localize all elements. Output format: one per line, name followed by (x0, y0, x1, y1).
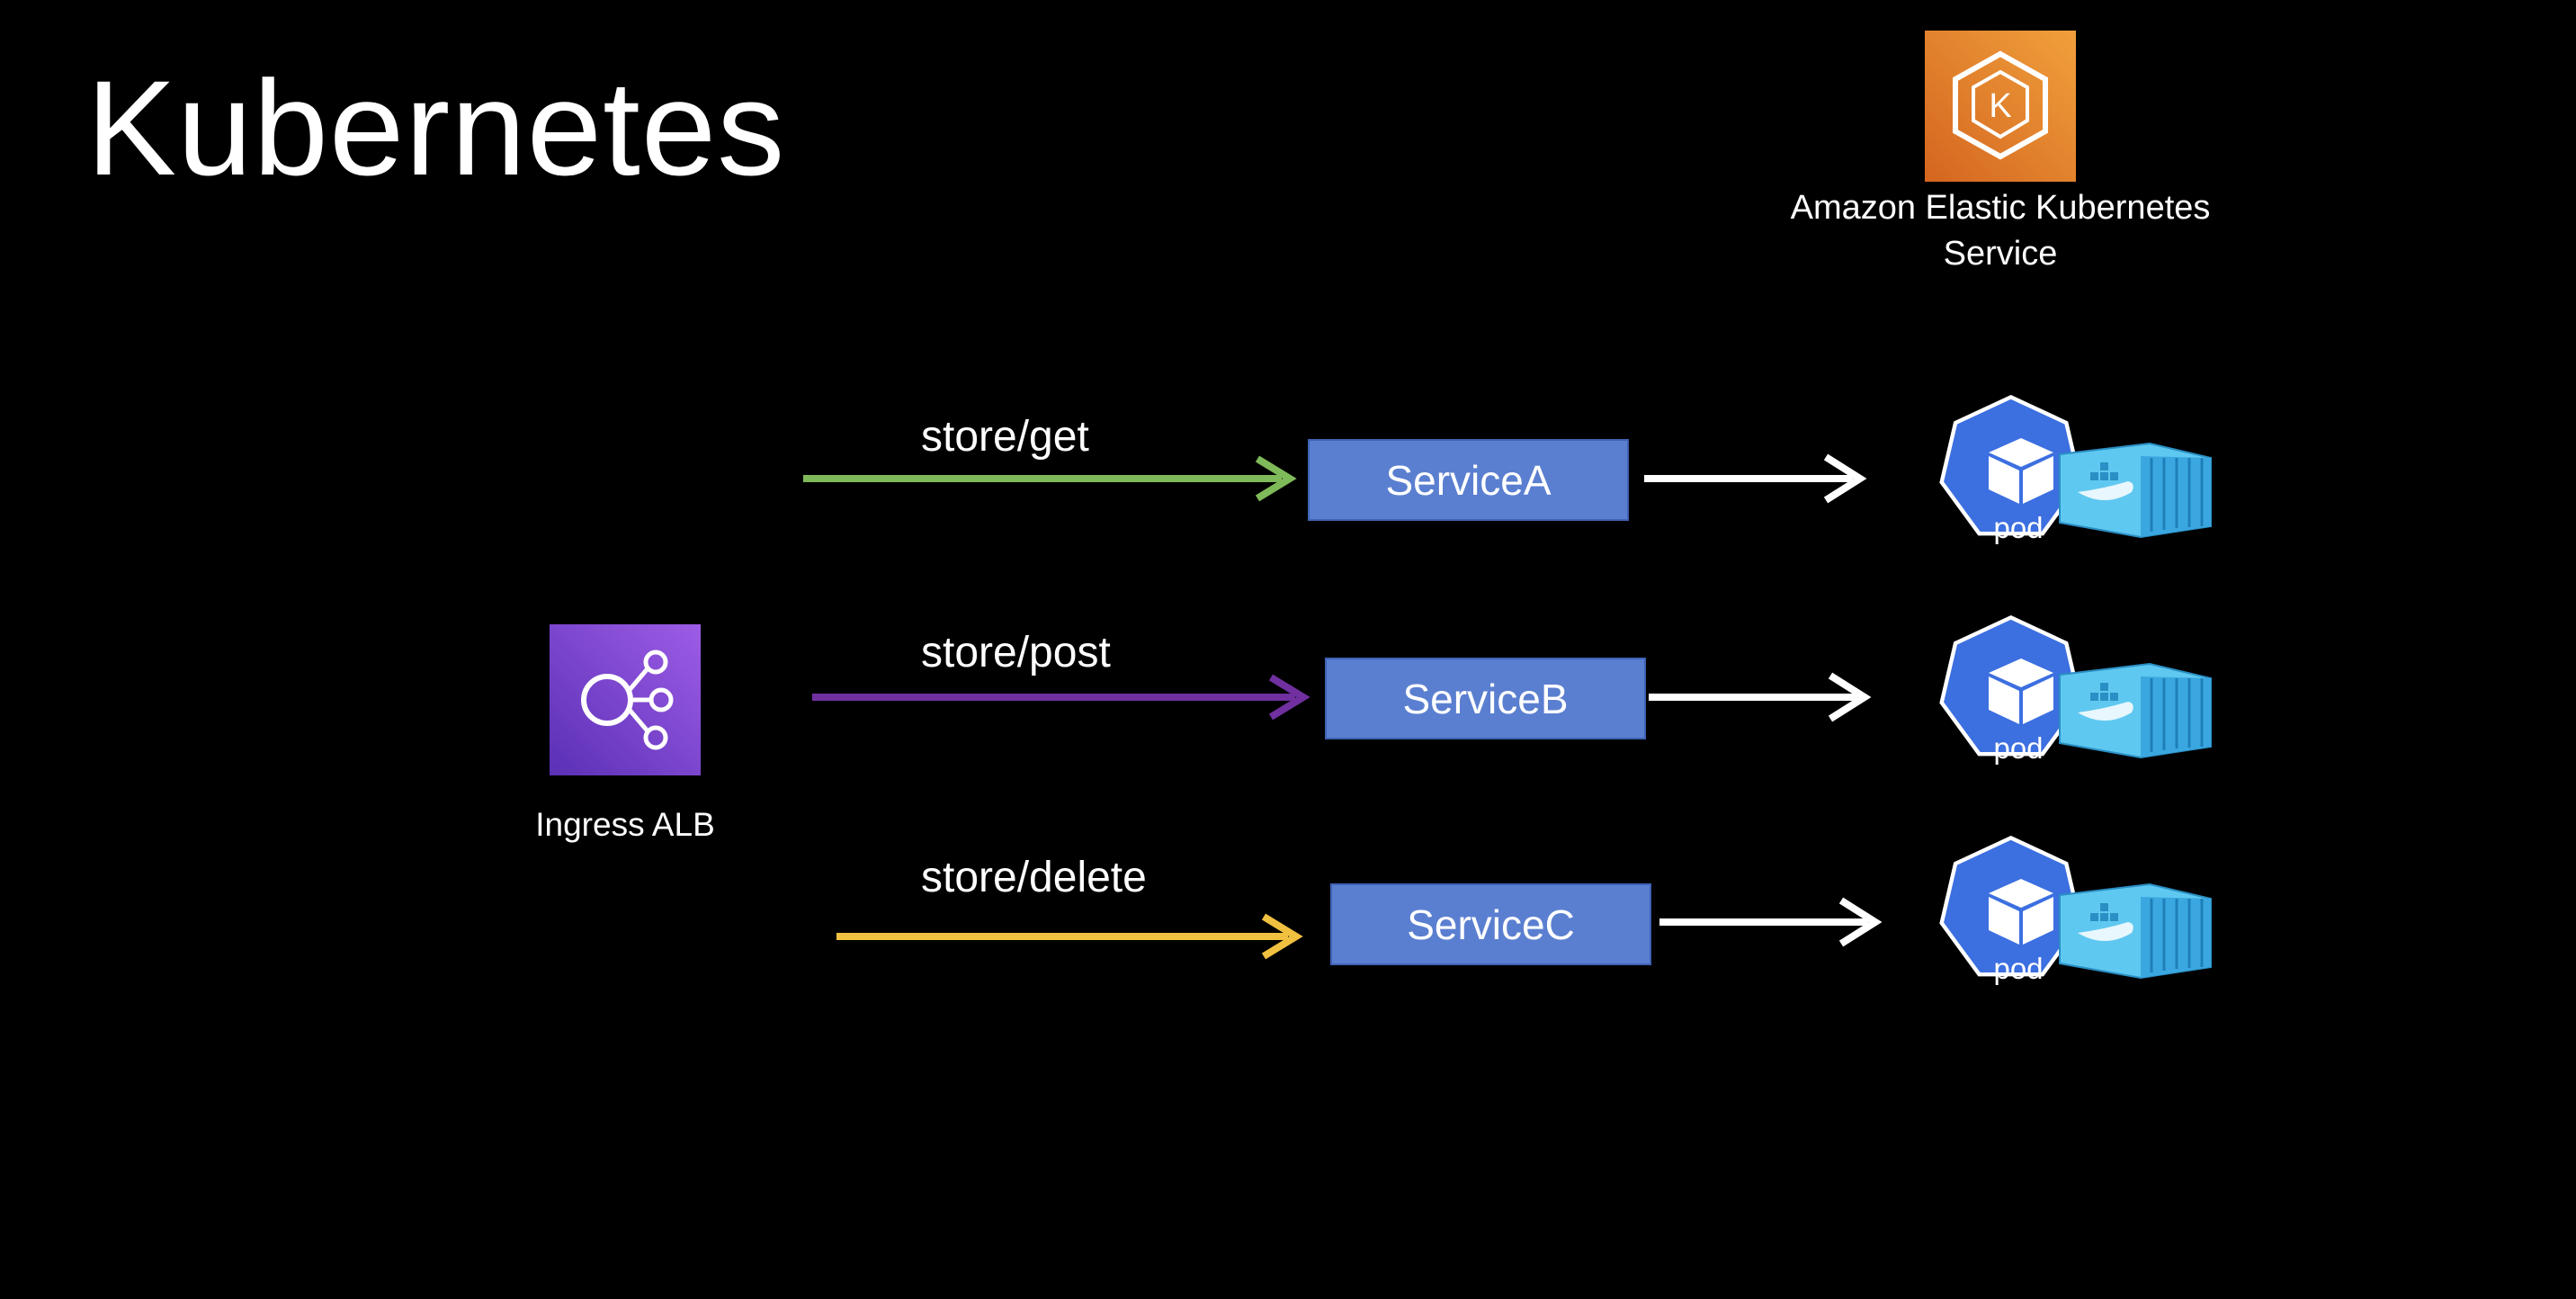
route-label-get: store/get (921, 413, 1089, 461)
service-c-box[interactable]: ServiceC (1330, 883, 1651, 965)
service-arrow-c (1659, 897, 1883, 947)
eks-label-line2: Service (1943, 235, 2058, 273)
docker-container-icon (2059, 662, 2212, 759)
pod-label: pod (1993, 952, 2043, 985)
page-title: Kubernetes (86, 52, 786, 203)
route-arrow-post (812, 674, 1310, 721)
eks-label-line1: Amazon Elastic Kubernetes (1790, 189, 2211, 227)
route-label-delete: store/delete (921, 854, 1147, 901)
ingress-alb-label: Ingress ALB (535, 806, 715, 843)
pod-icon: pod (1925, 382, 2213, 562)
eks-icon: K (1925, 31, 2076, 182)
cube-icon (1989, 658, 2053, 724)
route-arrow-delete (836, 913, 1303, 960)
route-label-post: store/post (921, 629, 1111, 676)
service-arrow-b (1649, 672, 1872, 722)
eks-label: Amazon Elastic Kubernetes Service (1745, 185, 2256, 277)
route-arrow-get (803, 455, 1297, 502)
pod-icon: pod (1925, 823, 2213, 1003)
service-b-box[interactable]: ServiceB (1325, 658, 1646, 739)
service-arrow-a (1644, 453, 1867, 504)
cube-icon (1989, 879, 2053, 945)
load-balancer-icon (550, 624, 701, 775)
cube-icon (1989, 438, 2053, 504)
service-a-box[interactable]: ServiceA (1308, 439, 1629, 521)
svg-text:K: K (1989, 87, 2011, 125)
docker-container-icon (2059, 882, 2212, 980)
docker-container-icon (2059, 442, 2212, 539)
pod-label: pod (1993, 511, 2043, 544)
pod-icon: pod (1925, 603, 2213, 783)
pod-label: pod (1993, 731, 2043, 765)
